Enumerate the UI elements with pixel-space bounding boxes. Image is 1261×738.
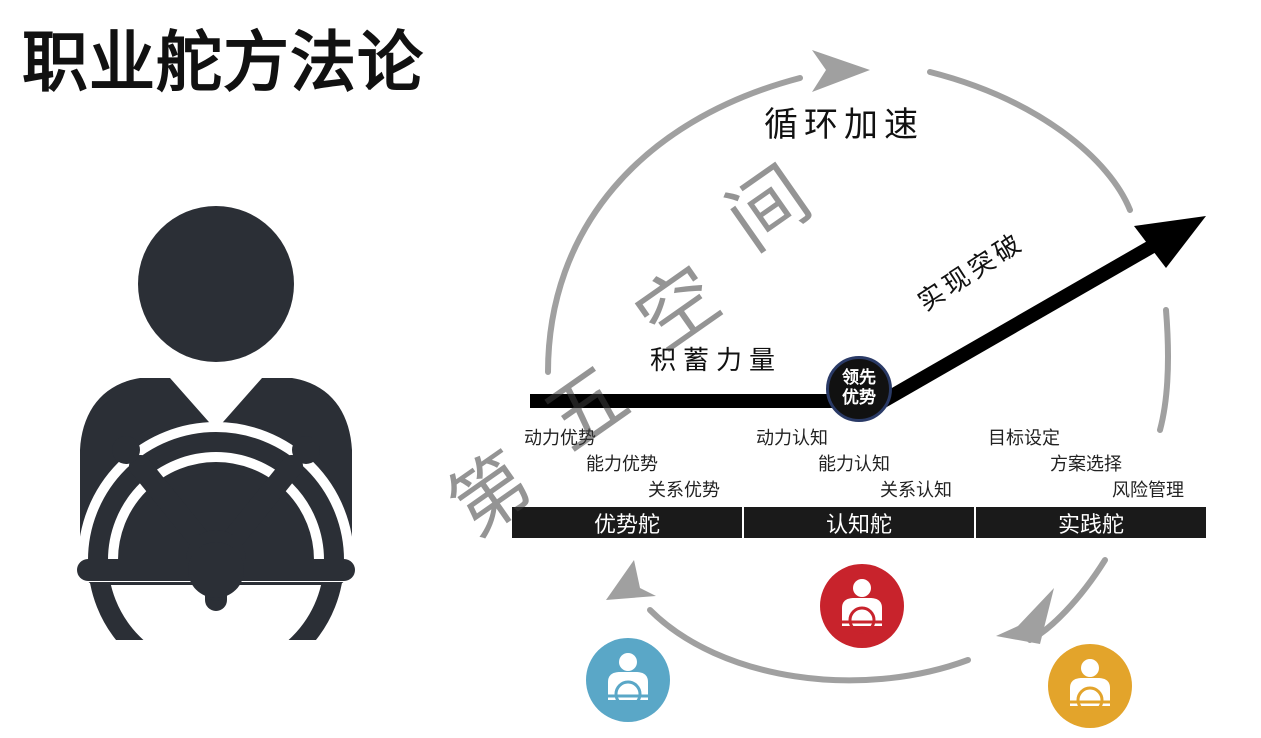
- helm-2-item-1: 动力认知: [756, 428, 828, 449]
- helm-icons: [586, 564, 1132, 728]
- cycle-arrowhead-top: [812, 50, 870, 92]
- lead-advantage-text: 领先优势: [842, 368, 876, 408]
- helm-1-item-1: 动力优势: [524, 428, 596, 449]
- helm-3-item-1: 目标设定: [988, 428, 1060, 449]
- helm-2-item-2: 能力认知: [818, 454, 890, 475]
- helm-icon-practice: [1048, 644, 1132, 728]
- cycle-label: 循环加速: [764, 105, 924, 145]
- helm-bar-practice: 实践舵: [976, 507, 1206, 538]
- helm-1-item-3: 关系优势: [648, 480, 720, 501]
- helmsman-icon: [77, 206, 355, 640]
- cycle-arc-right: [1157, 307, 1171, 433]
- helm-3-item-3: 风险管理: [1112, 480, 1184, 501]
- helm-icon-cognition: [820, 564, 904, 648]
- helm-bar-advantage: 优势舵: [512, 507, 742, 538]
- cycle-arrowhead-bottom-right: [996, 588, 1054, 644]
- cycle-arc-top: [545, 75, 803, 375]
- accumulate-label: 积蓄力量: [650, 346, 783, 376]
- helm-1-item-2: 能力优势: [586, 454, 658, 475]
- page-title: 职业舵方法论: [22, 24, 424, 101]
- helm-2-item-3: 关系认知: [880, 480, 952, 501]
- breakthrough-line: [874, 229, 1174, 411]
- cycle-arc-bottom: [647, 607, 971, 684]
- cycle-arrowhead-bottom-left: [606, 560, 656, 600]
- lead-advantage-badge: 领先优势: [826, 356, 892, 422]
- helm-bar-cognition: 认知舵: [744, 507, 974, 538]
- breakthrough-arrowhead: [1134, 216, 1206, 268]
- helm-3-item-2: 方案选择: [1050, 454, 1122, 475]
- cycle-arc-top-right: [927, 69, 1133, 213]
- helm-icon-advantage: [586, 638, 670, 722]
